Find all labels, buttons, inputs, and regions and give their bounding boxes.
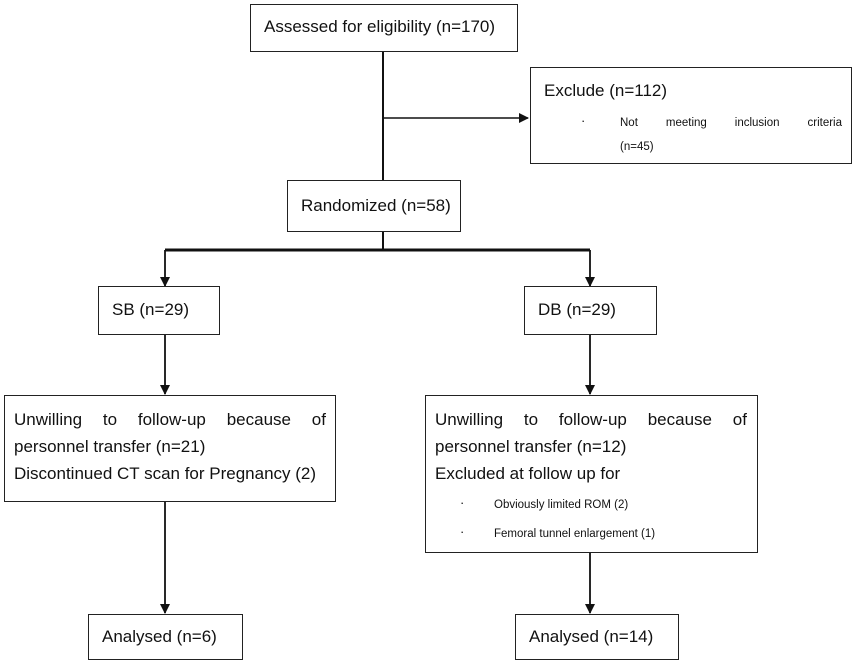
- randomized-box: Randomized (n=58): [287, 180, 461, 232]
- sb-group-label: SB (n=29): [112, 300, 190, 319]
- exclude-word: meeting: [665, 117, 707, 129]
- db-group-label: DB (n=29): [538, 300, 616, 319]
- db-followup-word: because: [647, 410, 712, 429]
- db-followup-word: of: [732, 410, 747, 429]
- assessed-label: Assessed for eligibility (n=170): [264, 17, 496, 36]
- sb-followup-word: to: [102, 410, 118, 429]
- db-followup-word: follow-up: [558, 410, 627, 429]
- db-analysed-label: Analysed (n=14): [529, 627, 654, 646]
- exclude-word: criteria: [807, 117, 842, 129]
- sb-followup-word: because: [226, 410, 291, 429]
- sb-followup-word: Unwilling: [14, 410, 83, 429]
- sb-followup-line2: personnel transfer (n=21): [14, 437, 206, 456]
- db-sub-bullet-2: ·: [460, 524, 465, 539]
- db-followup-line2: personnel transfer (n=12): [435, 437, 627, 456]
- exclude-criteria-count: (n=45): [620, 141, 654, 153]
- sb-followup-line3: Discontinued CT scan for Pregnancy (2): [14, 464, 317, 483]
- db-sub-bullet-1: ·: [460, 495, 465, 510]
- exclude-box: Exclude (n=112) · Not meeting inclusion …: [530, 67, 852, 164]
- exclude-criteria-line1: Not meeting inclusion criteria: [620, 116, 842, 130]
- db-analysed-box: Analysed (n=14): [515, 614, 679, 660]
- db-group-box: DB (n=29): [524, 286, 657, 335]
- exclude-word: Not: [620, 117, 638, 129]
- exclude-bullet: ·: [581, 113, 586, 128]
- db-followup-word: Unwilling: [435, 410, 504, 429]
- sb-group-box: SB (n=29): [98, 286, 220, 335]
- sb-followup-word: of: [311, 410, 326, 429]
- exclude-title: Exclude (n=112): [544, 81, 668, 100]
- exclude-word: inclusion: [734, 117, 780, 129]
- sb-followup-line1: Unwilling to follow-up because of: [14, 410, 326, 430]
- sb-followup-box: Unwilling to follow-up because of person…: [4, 395, 336, 502]
- db-sub-item-1: Obviously limited ROM (2): [494, 499, 629, 511]
- assessed-box: Assessed for eligibility (n=170): [250, 4, 518, 52]
- sb-analysed-box: Analysed (n=6): [88, 614, 243, 660]
- randomized-label: Randomized (n=58): [301, 196, 451, 215]
- db-followup-line1: Unwilling to follow-up because of: [435, 410, 747, 430]
- db-sub-item-2: Femoral tunnel enlargement (1): [494, 528, 656, 540]
- sb-followup-word: follow-up: [137, 410, 206, 429]
- sb-analysed-label: Analysed (n=6): [102, 627, 217, 646]
- db-followup-box: Unwilling to follow-up because of person…: [425, 395, 758, 553]
- db-followup-word: to: [523, 410, 539, 429]
- db-followup-line3: Excluded at follow up for: [435, 464, 621, 483]
